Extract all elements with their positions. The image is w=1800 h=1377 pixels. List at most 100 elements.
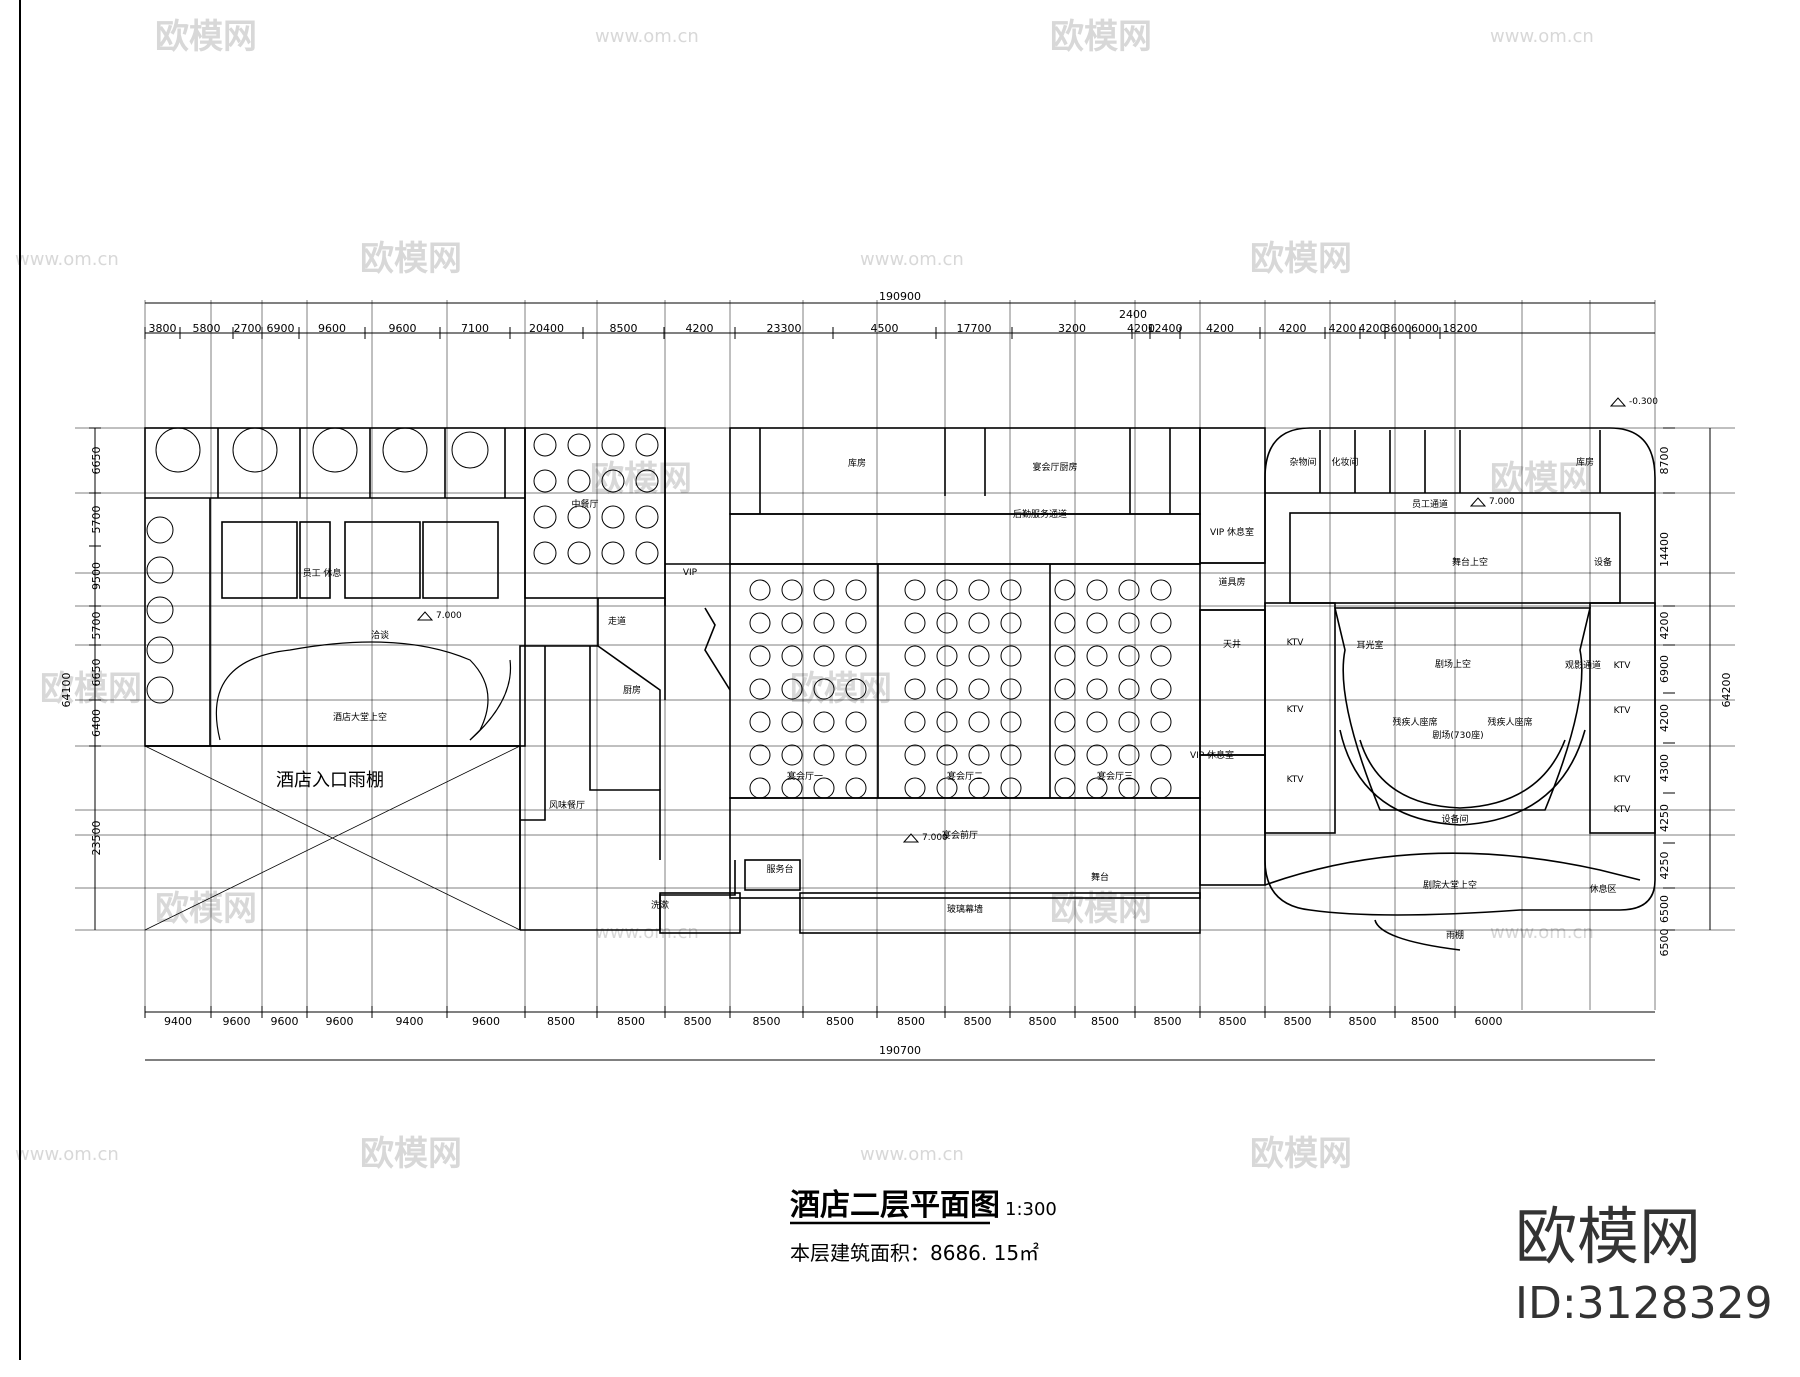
table bbox=[968, 711, 990, 733]
dim-top-segment: 23300 bbox=[767, 322, 802, 335]
dim-top-segment: 4500 bbox=[871, 322, 899, 335]
axis-grid bbox=[75, 300, 1735, 1010]
table bbox=[312, 427, 358, 473]
watermark-text: 欧模网 bbox=[360, 239, 462, 279]
watermark-text: 欧模网 bbox=[40, 669, 142, 709]
dim-top-segment: 4200 bbox=[1329, 322, 1357, 335]
table bbox=[1000, 612, 1022, 634]
dim-bottom-segment: 9600 bbox=[472, 1015, 500, 1028]
table bbox=[968, 777, 990, 799]
watermark-url: www.om.cn bbox=[860, 1144, 964, 1165]
dim-bottom-segment: 8500 bbox=[547, 1015, 575, 1028]
table bbox=[567, 433, 591, 457]
dim-top-segment: 7100 bbox=[461, 322, 489, 335]
table bbox=[1000, 678, 1022, 700]
dim-top-segment: 9600 bbox=[318, 322, 346, 335]
level-value: -0.300 bbox=[1629, 397, 1658, 407]
room-rest-area: 休息区 bbox=[1589, 883, 1616, 895]
table bbox=[936, 645, 958, 667]
watermark-url: www.om.cn bbox=[15, 1144, 119, 1165]
watermark-text: 欧模网 bbox=[155, 17, 257, 57]
dim-top-segment: 3800 bbox=[149, 322, 177, 335]
watermark-text: 欧模网 bbox=[1050, 889, 1152, 929]
table bbox=[813, 645, 835, 667]
table bbox=[749, 777, 771, 799]
dim-top-segment: 12400 bbox=[1148, 322, 1183, 335]
table bbox=[635, 469, 659, 493]
table bbox=[1000, 579, 1022, 601]
table bbox=[845, 777, 867, 799]
table bbox=[1150, 711, 1172, 733]
watermark-url: www.om.cn bbox=[860, 249, 964, 270]
dim-top-segment: 3600 bbox=[1384, 322, 1412, 335]
dim-top-segment: 3200 bbox=[1058, 322, 1086, 335]
table bbox=[749, 678, 771, 700]
table bbox=[749, 744, 771, 766]
watermark-url: www.om.cn bbox=[1490, 26, 1594, 47]
table bbox=[781, 645, 803, 667]
hotel-block-outline bbox=[144, 427, 526, 747]
watermark-url: www.om.cn bbox=[1490, 922, 1594, 943]
level-marker bbox=[1469, 497, 1487, 507]
dim-bottom-segment: 8500 bbox=[1349, 1015, 1377, 1028]
table bbox=[749, 711, 771, 733]
dim-bottom-segment: 8500 bbox=[1219, 1015, 1247, 1028]
room-theater-lobby-void: 剧院大堂上空 bbox=[1423, 879, 1477, 891]
room-ktv: KTV bbox=[1287, 638, 1305, 648]
dim-bottom-segment: 9400 bbox=[396, 1015, 424, 1028]
table bbox=[1150, 678, 1172, 700]
table bbox=[845, 744, 867, 766]
watermark-url: www.om.cn bbox=[595, 922, 699, 943]
area-label: 本层建筑面积：8686. 15㎡ bbox=[790, 1241, 1039, 1265]
watermark-text: 欧模网 bbox=[1250, 239, 1352, 279]
table bbox=[601, 469, 625, 493]
room-banquet1: 宴会厅一 bbox=[787, 770, 823, 782]
dim-left-segment: 6400 bbox=[90, 709, 103, 737]
table bbox=[1150, 744, 1172, 766]
table bbox=[813, 579, 835, 601]
table bbox=[1118, 645, 1140, 667]
room-audience-right: 残疾人座席 bbox=[1487, 716, 1532, 728]
table bbox=[1150, 777, 1172, 799]
room-ktv: KTV bbox=[1614, 706, 1632, 716]
table bbox=[155, 427, 201, 473]
dim-right-segment: 8700 bbox=[1658, 447, 1671, 475]
dim-top-total: 190900 bbox=[879, 290, 921, 303]
table bbox=[601, 541, 625, 565]
room-service-desk: 服务台 bbox=[766, 863, 793, 875]
dim-right-segment: 4250 bbox=[1658, 852, 1671, 880]
dim-top-segment: 18200 bbox=[1443, 322, 1478, 335]
table bbox=[533, 505, 557, 529]
table bbox=[1000, 777, 1022, 799]
room-corridor: 走道 bbox=[608, 615, 626, 627]
room-ktv: KTV bbox=[1614, 775, 1632, 785]
room-theater-void: 剧场上空 bbox=[1435, 658, 1471, 670]
dim-top-segment: 4200 bbox=[1279, 322, 1307, 335]
dim-bottom-segment: 8500 bbox=[684, 1015, 712, 1028]
table bbox=[1150, 579, 1172, 601]
dim-bottom-segment: 8500 bbox=[1154, 1015, 1182, 1028]
table bbox=[1054, 678, 1076, 700]
watermark-text: 欧模网 bbox=[790, 669, 892, 709]
dim-right-segment: 6500 bbox=[1658, 929, 1671, 957]
dim-bottom-segment: 8500 bbox=[826, 1015, 854, 1028]
watermark-layer: 欧模网欧模网欧模网欧模网欧模网欧模网欧模网欧模网欧模网欧模网欧模网欧模网www.… bbox=[15, 17, 1594, 1174]
table bbox=[845, 645, 867, 667]
level-value: 7.000 bbox=[436, 611, 462, 621]
table bbox=[845, 579, 867, 601]
table bbox=[904, 612, 926, 634]
table bbox=[936, 612, 958, 634]
dim-bottom-segment: 8500 bbox=[964, 1015, 992, 1028]
table bbox=[1054, 579, 1076, 601]
table bbox=[936, 744, 958, 766]
room-ktv: KTV bbox=[1287, 775, 1305, 785]
table bbox=[845, 711, 867, 733]
table bbox=[533, 469, 557, 493]
table bbox=[904, 645, 926, 667]
table bbox=[781, 579, 803, 601]
table bbox=[1054, 744, 1076, 766]
watermark-text: 欧模网 bbox=[1250, 1134, 1352, 1174]
table bbox=[1086, 645, 1108, 667]
table bbox=[567, 469, 591, 493]
table bbox=[781, 612, 803, 634]
